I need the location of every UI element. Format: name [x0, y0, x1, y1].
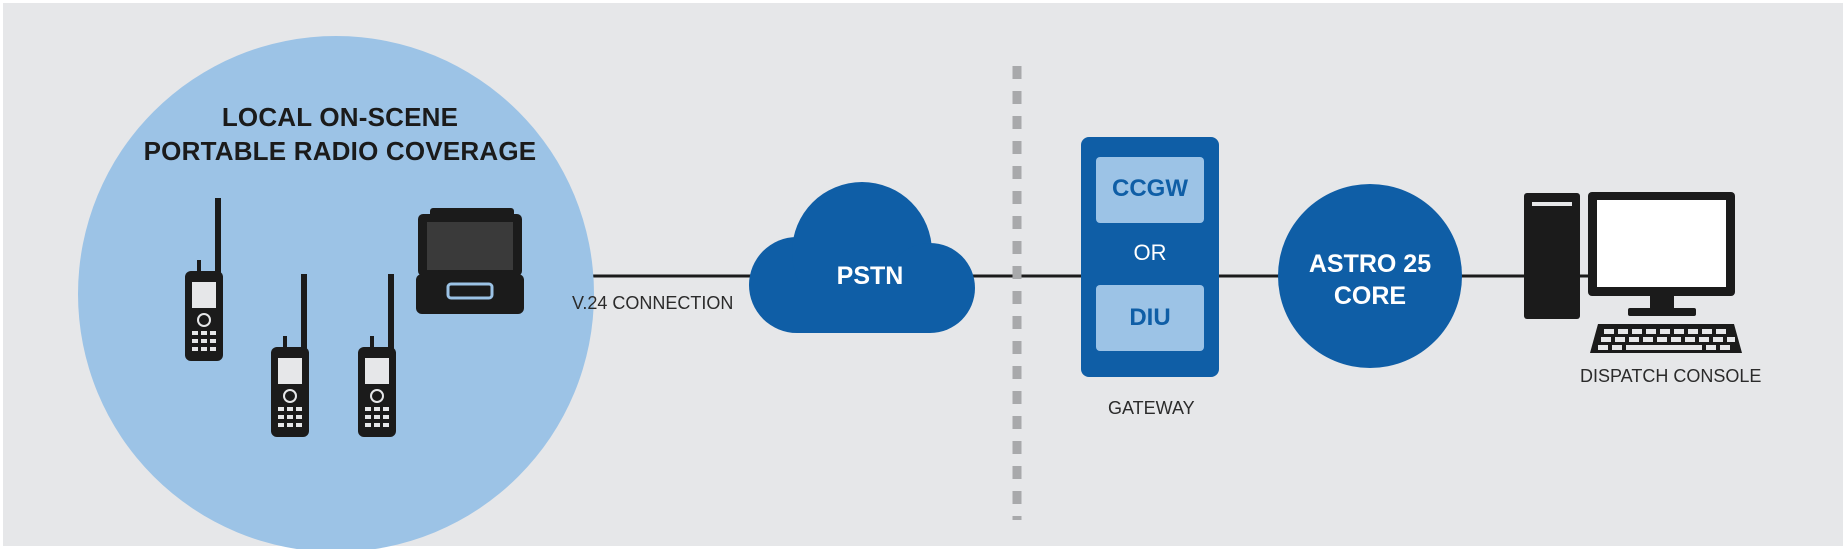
ccgw-label: CCGW [1112, 175, 1188, 202]
diu-box [1096, 285, 1204, 351]
gateway-label: GATEWAY [1108, 398, 1195, 418]
portable-radio-icon [358, 274, 396, 437]
portable-radio-icon [185, 198, 223, 361]
diu-label: DIU [1129, 304, 1171, 331]
portable-radio-icon [271, 274, 309, 437]
monitor-icon [1588, 192, 1735, 316]
connection-label: V.24 CONNECTION [572, 293, 734, 313]
coverage-title: LOCAL ON-SCENE PORTABLE RADIO COVERAGE [140, 100, 540, 168]
tower-pc-icon [1524, 193, 1580, 319]
dispatch-console-label: DISPATCH CONSOLE [1580, 366, 1762, 386]
pstn-label: PSTN [836, 262, 904, 290]
cloud-icon [749, 182, 975, 333]
ccgw-box [1096, 157, 1204, 223]
radio-case-icon [416, 208, 524, 314]
coverage-area-circle [78, 36, 594, 549]
astro-core-circle [1278, 184, 1462, 368]
astro-core-line1: ASTRO 25 [1308, 250, 1432, 278]
astro-core-line2: CORE [1333, 282, 1407, 310]
coverage-title-line1: LOCAL ON-SCENE [221, 102, 459, 132]
gateway-or-label: OR [1133, 240, 1167, 265]
astro-core-label: ASTRO 25 CORE [1290, 248, 1450, 312]
keyboard-icon [1590, 324, 1742, 353]
coverage-title-line2: PORTABLE RADIO COVERAGE [143, 136, 537, 166]
